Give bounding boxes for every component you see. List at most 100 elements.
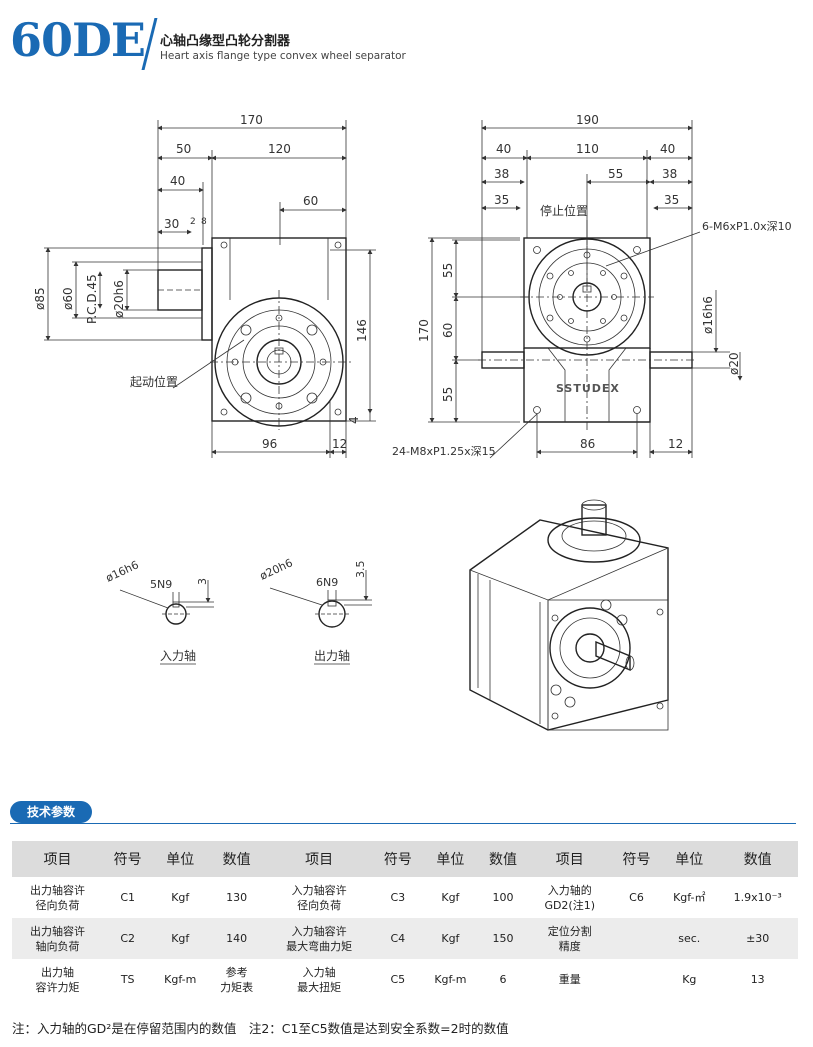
table-row: 出力轴容许 径向负荷 C1 Kgf 130 入力轴容许 径向负荷 C3 Kgf … <box>12 877 798 918</box>
table-cell: Kgf <box>152 918 209 959</box>
table-cell: TS <box>120 973 135 986</box>
table-cell: 入力轴的 GD2(注1) <box>544 883 596 912</box>
table-cell: Kgf <box>171 891 190 904</box>
output-shaft-label: 出力轴 <box>314 648 350 663</box>
table-cell: 1.9x10⁻³ <box>733 891 782 904</box>
dim-side-96: 96 <box>262 437 277 451</box>
input-shaft-label: 入力轴 <box>160 648 196 663</box>
col-header: 项目 <box>12 841 103 877</box>
col-header: 数值 <box>208 841 266 877</box>
footnote: 注：入力轴的GD²是在停留范围内的数值 注2：C1至C5数值是达到安全系数=2时… <box>12 1021 509 1036</box>
table-cell: ±30 <box>717 918 798 959</box>
col-header: 数值 <box>478 841 528 877</box>
dim-side-phi60: ø60 <box>61 287 75 310</box>
dim-side-phi85: ø85 <box>33 287 47 310</box>
table-cell: 入力轴容许 径向负荷 <box>291 883 347 912</box>
dim-side-2: 2 <box>190 217 196 227</box>
table-cell: C1 <box>120 891 136 904</box>
table-cell: Kgf-m <box>164 973 197 986</box>
front-view: 190 40 110 40 38 55 38 35 35 <box>392 113 792 459</box>
table-cell: Kgf-m <box>434 973 467 986</box>
table-cell: C4 <box>373 918 423 959</box>
dim-front-55-top: 55 <box>608 167 623 181</box>
table-cell: Kgf-㎡ <box>673 891 706 904</box>
dim-side-60: 60 <box>303 194 318 208</box>
col-header: 单位 <box>422 841 479 877</box>
dim-side-120: 120 <box>268 142 291 156</box>
table-cell: 参考 力矩表 <box>220 965 254 994</box>
section-divider <box>10 823 796 824</box>
dim-side-146: 146 <box>355 319 369 342</box>
dim-front-phi16: ø16h6 <box>701 296 715 334</box>
table-cell: Kgf <box>441 891 460 904</box>
table-cell: 130 <box>226 891 248 904</box>
brand-mark: SSTUDEX <box>556 382 620 395</box>
table-cell: Kgf <box>422 918 479 959</box>
dim-side-50: 50 <box>176 142 191 156</box>
dim-side-12: 12 <box>332 437 347 451</box>
col-header: 项目 <box>265 841 374 877</box>
dim-front-phi20: ø20 <box>727 352 741 375</box>
page-header: 60DE 心轴凸缘型凸轮分割器 Heart axis flange type c… <box>10 12 430 72</box>
dim-side-pcd: P.C.D.45 <box>85 274 99 324</box>
table-cell: C5 <box>390 973 406 986</box>
model-number: 60DE <box>10 13 146 67</box>
col-header: 单位 <box>152 841 209 877</box>
table-cell: 6 <box>499 973 507 986</box>
isometric-view <box>469 499 669 731</box>
output-shaft-key: 6N9 <box>316 576 338 589</box>
spec-table: 项目 符号 单位 数值 项目 符号 单位 数值 项目 符号 单位 数值 出力轴容… <box>12 841 798 1000</box>
input-shaft-phi: ø16h6 <box>104 558 141 584</box>
table-cell: 出力轴容许 径向负荷 <box>30 883 85 912</box>
table-cell <box>612 959 661 1000</box>
col-header: 符号 <box>611 841 662 877</box>
title-english: Heart axis flange type convex wheel sepa… <box>160 50 406 62</box>
table-row: 出力轴 容许力矩 TS Kgf-m 参考 力矩表 入力轴 最大扭矩 C5 Kgf… <box>12 959 798 1000</box>
dim-front-110: 110 <box>576 142 599 156</box>
col-header: 项目 <box>527 841 612 877</box>
table-cell: 13 <box>750 973 765 986</box>
label-start-position: 起动位置 <box>130 374 178 389</box>
dim-front-86: 86 <box>580 437 595 451</box>
table-cell: 出力轴 容许力矩 <box>35 965 80 994</box>
dim-front-40a: 40 <box>496 142 511 156</box>
dim-front-55a: 55 <box>441 263 455 278</box>
dim-side-phi20: ø20h6 <box>112 280 126 318</box>
dim-front-35a: 35 <box>494 193 509 207</box>
output-shaft-depth: 3.5 <box>354 561 367 579</box>
col-header: 单位 <box>661 841 718 877</box>
output-shaft-phi: ø20h6 <box>258 556 295 582</box>
spec-table-header: 项目 符号 单位 数值 项目 符号 单位 数值 项目 符号 单位 数值 <box>12 841 798 877</box>
side-view: 170 50 120 40 60 30 2 8 <box>33 113 376 458</box>
dim-front-35b: 35 <box>664 193 679 207</box>
dim-front-55b: 55 <box>441 387 455 402</box>
dim-side-40: 40 <box>170 174 185 188</box>
input-shaft-detail: ø16h6 5N9 3 入力轴 <box>104 558 214 665</box>
input-shaft-depth: 3 <box>196 578 209 585</box>
table-cell <box>611 918 662 959</box>
table-cell: 140 <box>208 918 266 959</box>
table-cell: 150 <box>478 918 528 959</box>
dim-side-4: 4 <box>347 416 361 424</box>
col-header: 数值 <box>717 841 798 877</box>
dim-side-170: 170 <box>240 113 263 127</box>
dim-side-8: 8 <box>201 217 207 227</box>
table-cell: Kg <box>682 973 697 986</box>
table-cell: C6 <box>629 891 644 904</box>
label-stop-position: 停止位置 <box>540 203 588 218</box>
table-cell: 入力轴容许 最大弯曲力矩 <box>265 918 374 959</box>
dim-front-38a: 38 <box>494 167 509 181</box>
table-row: 出力轴容许 轴向负荷 C2 Kgf 140 入力轴容许 最大弯曲力矩 C4 Kg… <box>12 918 798 959</box>
dim-front-38b: 38 <box>662 167 677 181</box>
label-thread-top: 6-M6xP1.0x深10 <box>702 220 792 233</box>
col-header: 符号 <box>373 841 423 877</box>
section-badge-tech-params: 技术参数 <box>10 801 92 823</box>
dim-front-12: 12 <box>668 437 683 451</box>
output-shaft-detail: ø20h6 6N9 3.5 出力轴 <box>258 556 372 665</box>
table-cell: 入力轴 最大扭矩 <box>297 965 342 994</box>
table-cell: C3 <box>390 891 406 904</box>
table-cell: C2 <box>103 918 153 959</box>
table-cell: 出力轴容许 轴向负荷 <box>12 918 103 959</box>
dim-front-40b: 40 <box>660 142 675 156</box>
table-cell: 100 <box>492 891 514 904</box>
